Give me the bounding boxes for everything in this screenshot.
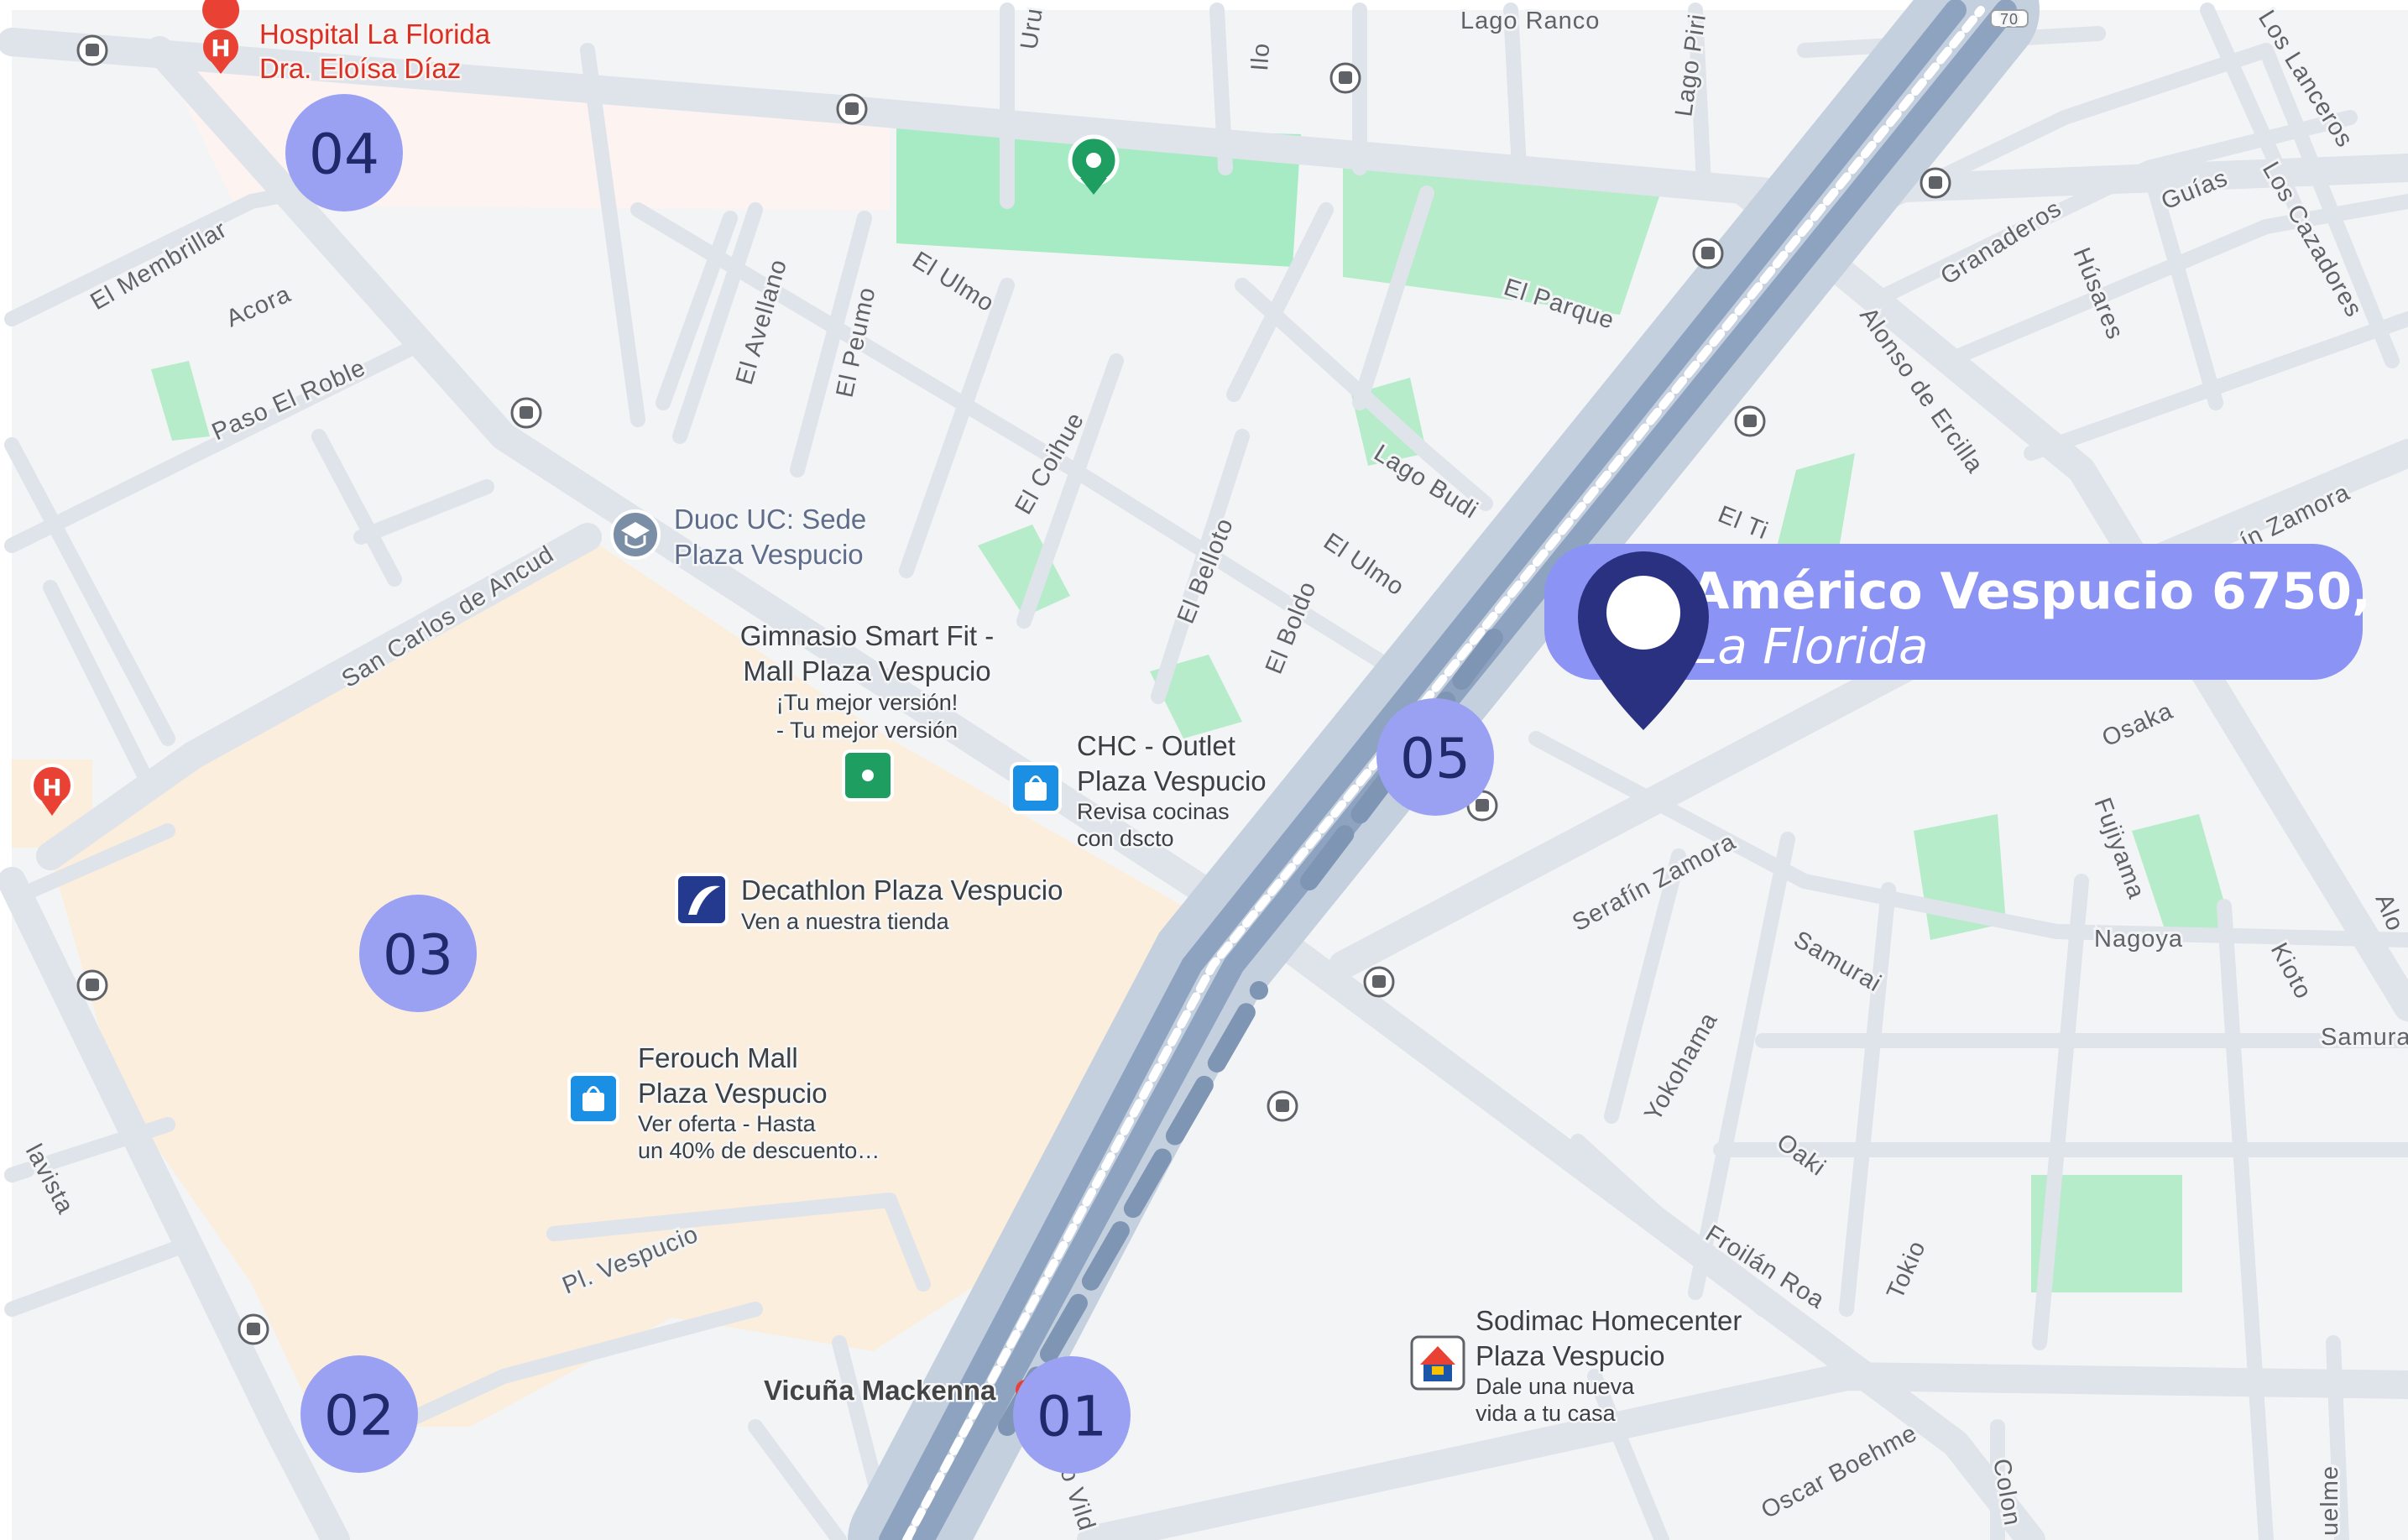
ferouch-label-line2: Plaza Vespucio — [638, 1078, 828, 1109]
park-small-2 — [978, 525, 1070, 617]
street-label-ilo: Ilo — [1246, 42, 1275, 72]
poi-vicuna-mackenna[interactable]: Vicuña Mackenna — [762, 1373, 1036, 1408]
street-label-lago-ranco: Lago Ranco — [1460, 8, 1600, 34]
poi-park[interactable] — [1068, 134, 1120, 195]
bus-stop-icon — [1920, 167, 1951, 199]
gimnasio-label-line3: ¡Tu mejor versión! — [776, 690, 958, 715]
svg-text:05: 05 — [1400, 727, 1470, 791]
bus-stop-icon — [1267, 1090, 1298, 1122]
hospital-icon: H — [30, 764, 74, 816]
bus-stop-icon — [76, 34, 108, 66]
gimnasio-label-line1: Gimnasio Smart Fit - — [740, 620, 995, 651]
ferouch-label-line3: Ver oferta - Hasta — [638, 1111, 817, 1136]
park-pin-icon — [1068, 134, 1120, 195]
svg-text:H: H — [42, 774, 61, 801]
highway-shield: 70 — [1990, 8, 2029, 30]
poi-hospital-west[interactable]: H — [30, 764, 74, 816]
park-small-8 — [2031, 1175, 2182, 1292]
poi-hospital[interactable]: H Hospital La Florida Dra. Eloísa Díaz — [202, 0, 493, 86]
ferouch-label-line4: un 40% de descuento… — [638, 1138, 880, 1163]
park-small-1 — [151, 361, 210, 441]
marker-04[interactable]: 04 — [285, 94, 403, 211]
svg-text:02: 02 — [324, 1384, 394, 1449]
decathlon-label-line1: Decathlon Plaza Vespucio — [741, 874, 1063, 906]
sodimac-label-line4: vida a tu casa — [1476, 1401, 1617, 1426]
highway-americo-vespucio — [848, 0, 2040, 1540]
svg-text:H: H — [211, 34, 230, 62]
park-main — [896, 122, 1301, 267]
marker-03[interactable]: 03 — [359, 895, 477, 1012]
marker-05[interactable]: 05 — [1376, 698, 1494, 816]
svg-text:04: 04 — [309, 123, 379, 187]
numbered-markers: 01 02 03 04 05 — [285, 94, 1494, 1474]
mall-area — [50, 537, 1213, 1427]
gimnasio-label-line2: Mall Plaza Vespucio — [743, 655, 990, 686]
duoc-label-line2: Plaza Vespucio — [674, 539, 864, 570]
chc-label-line2: Plaza Vespucio — [1077, 765, 1267, 796]
park-small-7 — [2132, 814, 2233, 932]
svg-text:70: 70 — [2000, 11, 2019, 28]
street-label-samura: Samura — [2321, 1024, 2408, 1051]
marker-01[interactable]: 01 — [1013, 1356, 1131, 1474]
callout-box — [1544, 544, 2363, 680]
callout-subtitle: La Florida — [1690, 618, 1929, 675]
sodimac-label-line2: Plaza Vespucio — [1476, 1340, 1665, 1371]
gym-icon — [842, 749, 894, 801]
shopping-bag-icon — [567, 1073, 619, 1125]
poi-gimnasio[interactable]: Gimnasio Smart Fit - Mall Plaza Vespucio… — [738, 619, 996, 801]
bus-stop-icon — [1329, 62, 1361, 94]
callout-title: Américo Vespucio 6750, — [1690, 562, 2371, 621]
school-icon — [610, 509, 661, 560]
shopping-bag-icon — [1010, 762, 1062, 814]
park-small-5 — [1771, 453, 1855, 571]
poi-ferouch[interactable]: Ferouch Mall Plaza Vespucio Ver oferta -… — [567, 1041, 882, 1166]
chc-label-line4: con dscto — [1077, 826, 1174, 851]
address-callout[interactable]: Américo Vespucio 6750, La Florida — [1544, 544, 2371, 730]
bus-stop-icon — [76, 969, 108, 1001]
poi-duoc[interactable]: Duoc UC: Sede Plaza Vespucio — [610, 502, 869, 572]
marker-02[interactable]: 02 — [300, 1355, 418, 1473]
hospital-label-line1: Hospital La Florida — [259, 18, 491, 50]
street-label-nagoya: Nagoya — [2094, 926, 2183, 953]
bus-stop-icon — [1363, 966, 1395, 998]
bus-stop-icon — [238, 1313, 269, 1345]
chc-label-line1: CHC - Outlet — [1077, 730, 1235, 761]
ferouch-label-line1: Ferouch Mall — [638, 1042, 798, 1073]
chc-label-line3: Revisa cocinas — [1077, 799, 1230, 824]
bus-stop-icon — [836, 93, 868, 125]
hospital-label-line2: Dra. Eloísa Díaz — [259, 53, 461, 84]
poi-chc-outlet[interactable]: CHC - Outlet Plaza Vespucio Revisa cocin… — [1010, 728, 1268, 854]
decathlon-label-line2: Ven a nuestra tienda — [741, 909, 950, 934]
location-pin-icon — [1578, 551, 1709, 730]
hospital-icon: H — [202, 0, 240, 74]
decathlon-icon — [675, 873, 729, 927]
vicuna-label: Vicuña Mackenna — [764, 1375, 996, 1406]
svg-text:03: 03 — [383, 923, 453, 988]
street-label-uelme: uelme — [2317, 1465, 2343, 1536]
street-label-uru: Uru — [1016, 6, 1048, 51]
duoc-label-line1: Duoc UC: Sede — [674, 504, 866, 535]
gimnasio-label-line4: - Tu mejor versión — [776, 718, 958, 743]
poi-decathlon[interactable]: Decathlon Plaza Vespucio Ven a nuestra t… — [675, 873, 1065, 937]
sodimac-icon — [1410, 1335, 1465, 1391]
bus-stop-icon — [1734, 405, 1766, 437]
bus-stops — [76, 34, 1951, 1345]
sodimac-label-line1: Sodimac Homecenter — [1476, 1305, 1742, 1336]
poi-sodimac[interactable]: Sodimac Homecenter Plaza Vespucio Dale u… — [1410, 1303, 1744, 1428]
bus-stop-icon — [510, 397, 542, 429]
svg-text:01: 01 — [1037, 1385, 1107, 1449]
bus-stop-icon — [1692, 238, 1724, 269]
sodimac-label-line3: Dale una nueva — [1476, 1374, 1635, 1399]
